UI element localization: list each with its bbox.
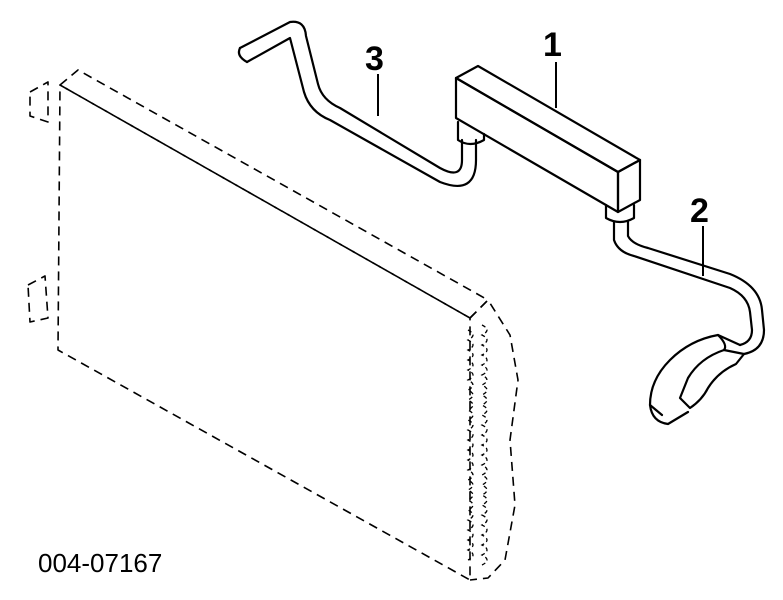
radiator-phantom — [27, 69, 519, 581]
oil-cooler — [454, 64, 642, 224]
cooler-line-2 — [612, 220, 766, 426]
callout-2: 2 — [690, 192, 709, 230]
callout-1: 1 — [543, 26, 562, 64]
cooler-line-3 — [237, 20, 478, 187]
callout-3: 3 — [365, 40, 384, 78]
part-number: 004-07167 — [38, 548, 162, 578]
